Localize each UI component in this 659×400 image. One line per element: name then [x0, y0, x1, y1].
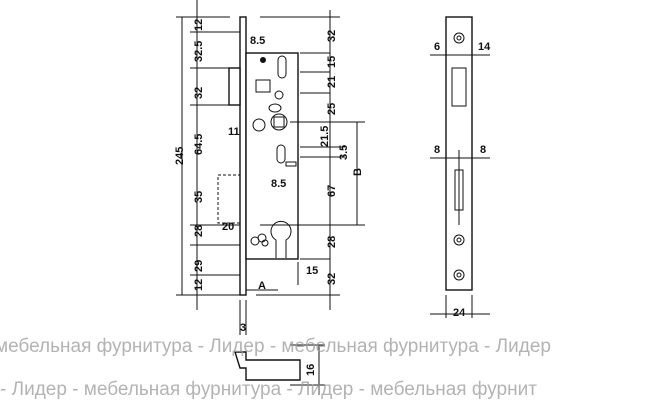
latch-bolt — [228, 67, 241, 106]
dim-28-right: 28 — [326, 236, 338, 248]
dim-12-top: 12 — [193, 19, 205, 31]
horizontal-dimension-labels: 8.5 11 8.5 20 A 15 3 6 14 8 8 24 16 — [222, 35, 491, 376]
dim-11: 11 — [228, 126, 240, 138]
dim-3: 3 — [240, 322, 246, 334]
dim-28-left: 28 — [193, 225, 205, 237]
dim-12-bottom: 12 — [193, 279, 205, 291]
dim-8-5-top: 8.5 — [250, 35, 265, 47]
dim-3-5: 3.5 — [338, 145, 350, 160]
dim-6: 6 — [434, 41, 440, 53]
side-view-lock-body — [217, 16, 299, 296]
dim-25: 25 — [326, 103, 338, 115]
dim-32-bottom: 32 — [326, 273, 338, 285]
dim-67: 67 — [326, 185, 338, 197]
dim-32-left: 32 — [193, 87, 205, 99]
dim-20: 20 — [222, 221, 234, 233]
dim-64-5: 64.5 — [193, 134, 205, 155]
dim-29: 29 — [193, 260, 205, 272]
side-view-dimension-lines — [176, 0, 365, 335]
dim-245: 245 — [174, 147, 186, 165]
dim-8-right: 8 — [480, 144, 486, 156]
faceplate — [239, 16, 247, 296]
dim-21-5: 21.5 — [319, 126, 331, 147]
dim-14: 14 — [478, 41, 491, 53]
dim-32-top: 32 — [326, 30, 338, 42]
dim-8-5-mid: 8.5 — [271, 178, 286, 190]
dim-B: B — [352, 168, 364, 176]
watermark-line-1: мебельная фурнитура - Лидер - мебельная … — [0, 336, 551, 357]
bottom-latch-view — [234, 344, 325, 395]
dim-15: 15 — [326, 56, 338, 68]
watermark-line-2: - Лидер - мебельная фурнитура - Лидер - … — [0, 379, 537, 400]
right-dimension-labels: 32 15 21 25 21.5 3.5 67 28 32 B — [319, 30, 364, 285]
dim-32-5: 32.5 — [193, 41, 205, 62]
front-view-faceplate — [430, 16, 490, 318]
dim-A: A — [258, 280, 266, 292]
dim-16: 16 — [305, 364, 317, 376]
dim-8-left: 8 — [434, 144, 440, 156]
dim-35: 35 — [193, 191, 205, 203]
dim-24: 24 — [453, 307, 466, 319]
dim-21: 21 — [326, 76, 338, 88]
left-dimension-labels: 12 32.5 32 64.5 35 28 29 12 245 — [174, 19, 205, 291]
dim-15-bottom: 15 — [306, 265, 318, 277]
